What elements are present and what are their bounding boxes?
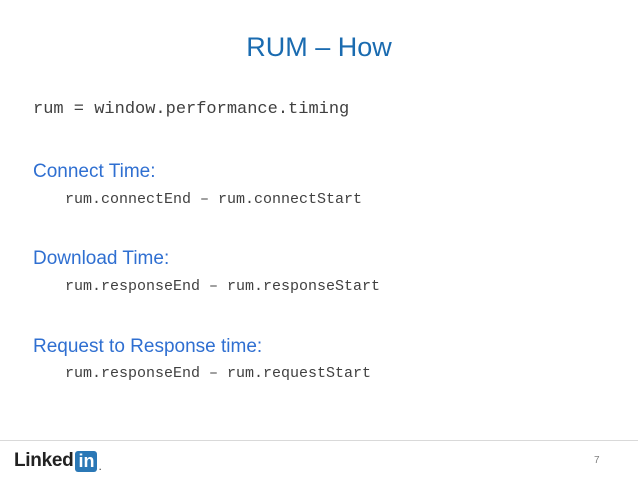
code-connect-time: rum.connectEnd – rum.connectStart [65,191,363,208]
section-label-request-response-time: Request to Response time: [33,336,263,357]
section-label-connect-time: Connect Time: [33,161,156,182]
section-label-download-time: Download Time: [33,248,170,269]
logo-box: in [75,450,98,472]
code-request-response-time: rum.responseEnd – rum.requestStart [65,365,372,382]
slide-title: RUM – How [246,32,392,62]
logo-mark: . [98,459,102,473]
linkedin-logo: Linked in . [14,450,102,472]
code-download-time: rum.responseEnd – rum.responseStart [65,278,381,295]
footer-divider [0,440,638,441]
page-number: 7 [594,455,600,466]
logo-text: Linked [14,450,74,471]
intro-code: rum = window.performance.timing [33,100,350,119]
